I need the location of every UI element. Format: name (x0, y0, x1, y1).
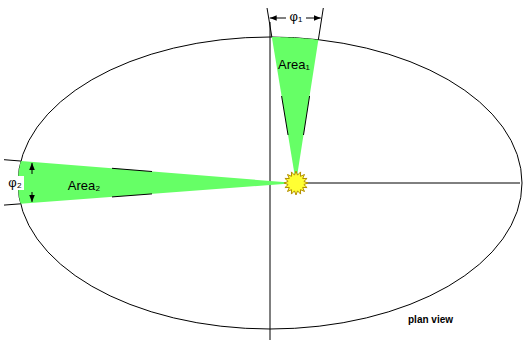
angle-arrow (32, 192, 33, 202)
area-sector: Area₂ (18, 161, 296, 204)
sector-shape (18, 161, 296, 204)
angle-edge-line (112, 168, 152, 171)
angle-edge-line (303, 96, 309, 135)
angle-edge-line (4, 204, 21, 205)
angle-arrow (306, 18, 321, 19)
sun-symbol (284, 171, 308, 195)
angle-label: φ₂ (6, 176, 23, 190)
angle-edge-line (282, 96, 288, 135)
angle-edge-line (4, 160, 21, 161)
area-label: Area₂ (68, 179, 101, 193)
sector-fill (272, 37, 319, 183)
angle-edge-line (267, 8, 272, 37)
angle-edge-line (112, 194, 152, 197)
angle-label: φ₁ (288, 10, 305, 24)
angle-edge-line (318, 8, 323, 40)
area-sector: Area₁ (271, 37, 319, 183)
horizontal-axis (270, 183, 520, 184)
sector-fill (18, 161, 296, 204)
angle-arrow (32, 163, 33, 174)
angle-arrow (270, 18, 286, 19)
view-caption: plan view (408, 314, 453, 325)
area-label: Area₁ (278, 58, 310, 72)
